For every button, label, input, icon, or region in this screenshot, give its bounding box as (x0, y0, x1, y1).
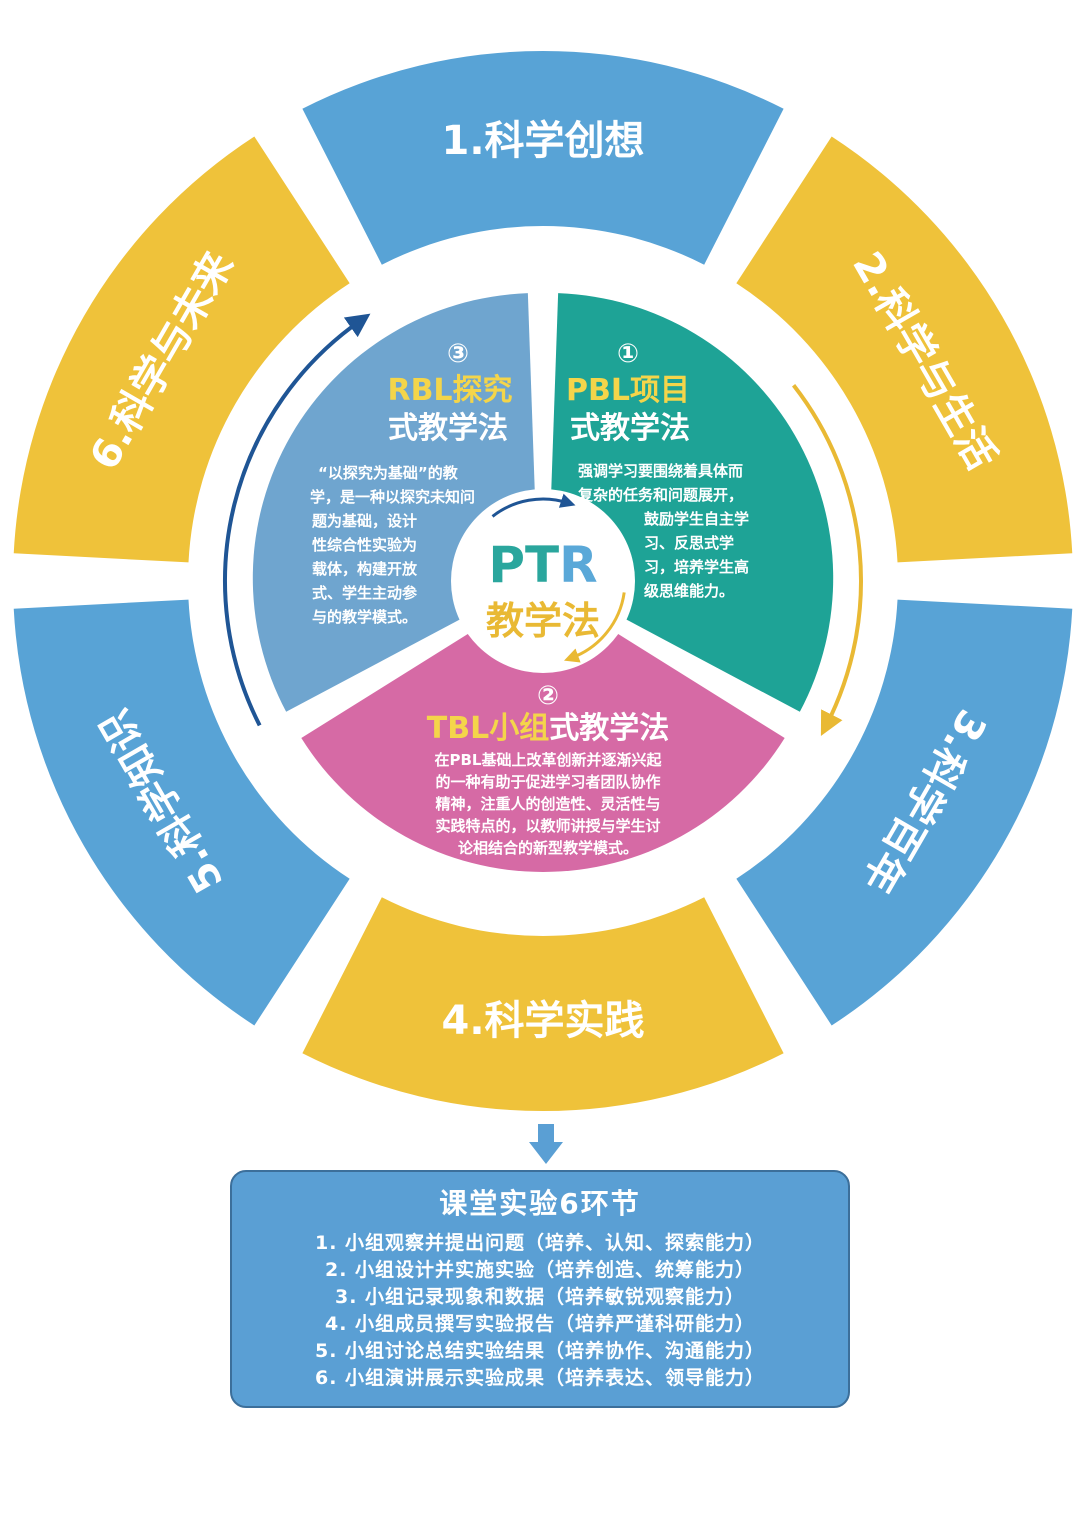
center-circle (451, 489, 635, 673)
tbl-description-line: 论相结合的新型教学模式。 (458, 839, 638, 857)
tbl-title-accent: T (427, 711, 448, 746)
ptr-letter-t: T (525, 536, 559, 594)
ring-label-4: 4.科学实践 (441, 998, 644, 1044)
summary-item: 6. 小组演讲展示实验成果（培养表达、领导能力） (314, 1367, 766, 1389)
pbl-title-accent: P (566, 373, 588, 408)
pbl-title-line2: 式教学法 (570, 411, 690, 446)
ring-segment-4 (302, 897, 784, 1111)
tbl-description-line: 在PBL基础上改革创新并逐渐兴起 (435, 751, 663, 769)
pbl-description-line: 习、反思式学 (644, 534, 734, 552)
rbl-description: “以探究为基础”的教学，是一种以探究未知问题为基础，设计性综合性实验为载体，构建… (310, 464, 475, 626)
ring-segment-1 (302, 50, 784, 265)
tbl-number: ② (537, 681, 559, 711)
rbl-description-line: 载体，构建开放 (312, 560, 418, 578)
center-arrow-top (491, 493, 576, 518)
rbl-description-line: 与的教学模式。 (312, 608, 417, 626)
tbl-description: 在PBL基础上改革创新并逐渐兴起的一种有助于促进学习者团队协作精神，注重人的创造… (435, 751, 663, 857)
rbl-title-line2: 式教学法 (388, 411, 508, 446)
center-arrow-bottom (563, 592, 626, 663)
pbl-title-rest: BL项目 (588, 373, 690, 408)
ptr-letter-p: P (488, 536, 525, 594)
rbl-description-line: 式、学生主动参 (312, 584, 418, 602)
rbl-number: ③ (447, 339, 469, 369)
pbl-description-line: 复杂的任务和问题展开， (577, 486, 743, 504)
tbl-description-line: 精神，注重人的创造性、灵活性与 (435, 795, 660, 813)
summary-item: 1. 小组观察并提出问题（培养、认知、探索能力） (314, 1232, 766, 1254)
tbl-title: TBL小组式教学法 (427, 711, 669, 746)
tbl-description-line: 的一种有助于促进学习者团队协作 (435, 773, 660, 791)
rbl-description-line: 题为基础，设计 (312, 512, 417, 530)
ring-segment-3 (736, 599, 1073, 1026)
pbl-description-line: 鼓励学生自主学 (644, 510, 749, 528)
rbl-description-line: 学，是一种以探究未知问 (310, 488, 475, 506)
flow-arrow-left (223, 313, 371, 727)
ptr-subtitle: 教学法 (486, 599, 600, 643)
tbl-title-rest2: 式教学法 (549, 711, 669, 746)
summary-item: 2. 小组设计并实施实验（培养创造、统筹能力） (324, 1259, 756, 1281)
ptr-title: PTR (488, 536, 597, 594)
ptr-letter-r: R (559, 536, 598, 594)
summary-item: 5. 小组讨论总结实验结果（培养协作、沟通能力） (314, 1340, 766, 1362)
ring-segment-6 (13, 136, 350, 563)
rbl-title-accent: R (387, 373, 410, 408)
classroom-steps-box: 课堂实验6环节 1. 小组观察并提出问题（培养、认知、探索能力） 2. 小组设计… (230, 1170, 850, 1408)
tbl-section (301, 587, 785, 872)
ring-label-1: 1.科学创想 (441, 118, 644, 164)
rbl-title-rest: BL探究 (411, 373, 513, 408)
tbl-description-line: 实践特点的，以教师讲授与学生讨 (435, 817, 660, 835)
pbl-description-line: 强调学习要围绕着具体而 (578, 462, 743, 480)
summary-title: 课堂实验6环节 (439, 1187, 641, 1220)
rbl-description-line: 性综合性实验为 (312, 536, 417, 554)
pbl-description-line: 习，培养学生高 (644, 558, 749, 576)
rbl-title: RBL探究 (387, 373, 512, 408)
summary-item: 3. 小组记录现象和数据（培养敏锐观察能力） (334, 1286, 746, 1308)
down-arrow-icon (529, 1124, 563, 1164)
pbl-number: ① (617, 339, 639, 369)
summary-list: 1. 小组观察并提出问题（培养、认知、探索能力） 2. 小组设计并实施实验（培养… (232, 1230, 848, 1392)
rbl-description-line: “以探究为基础”的教 (318, 464, 459, 482)
tbl-title-rest: BL小组 (447, 711, 549, 746)
ring-segment-5 (13, 599, 350, 1026)
summary-item: 4. 小组成员撰写实验报告（培养严谨科研能力） (324, 1313, 756, 1335)
flow-arrow-right (792, 383, 863, 737)
pbl-title: PBL项目 (566, 373, 690, 408)
ring-segment-2 (736, 136, 1073, 563)
pbl-description-line: 级思维能力。 (644, 582, 734, 600)
